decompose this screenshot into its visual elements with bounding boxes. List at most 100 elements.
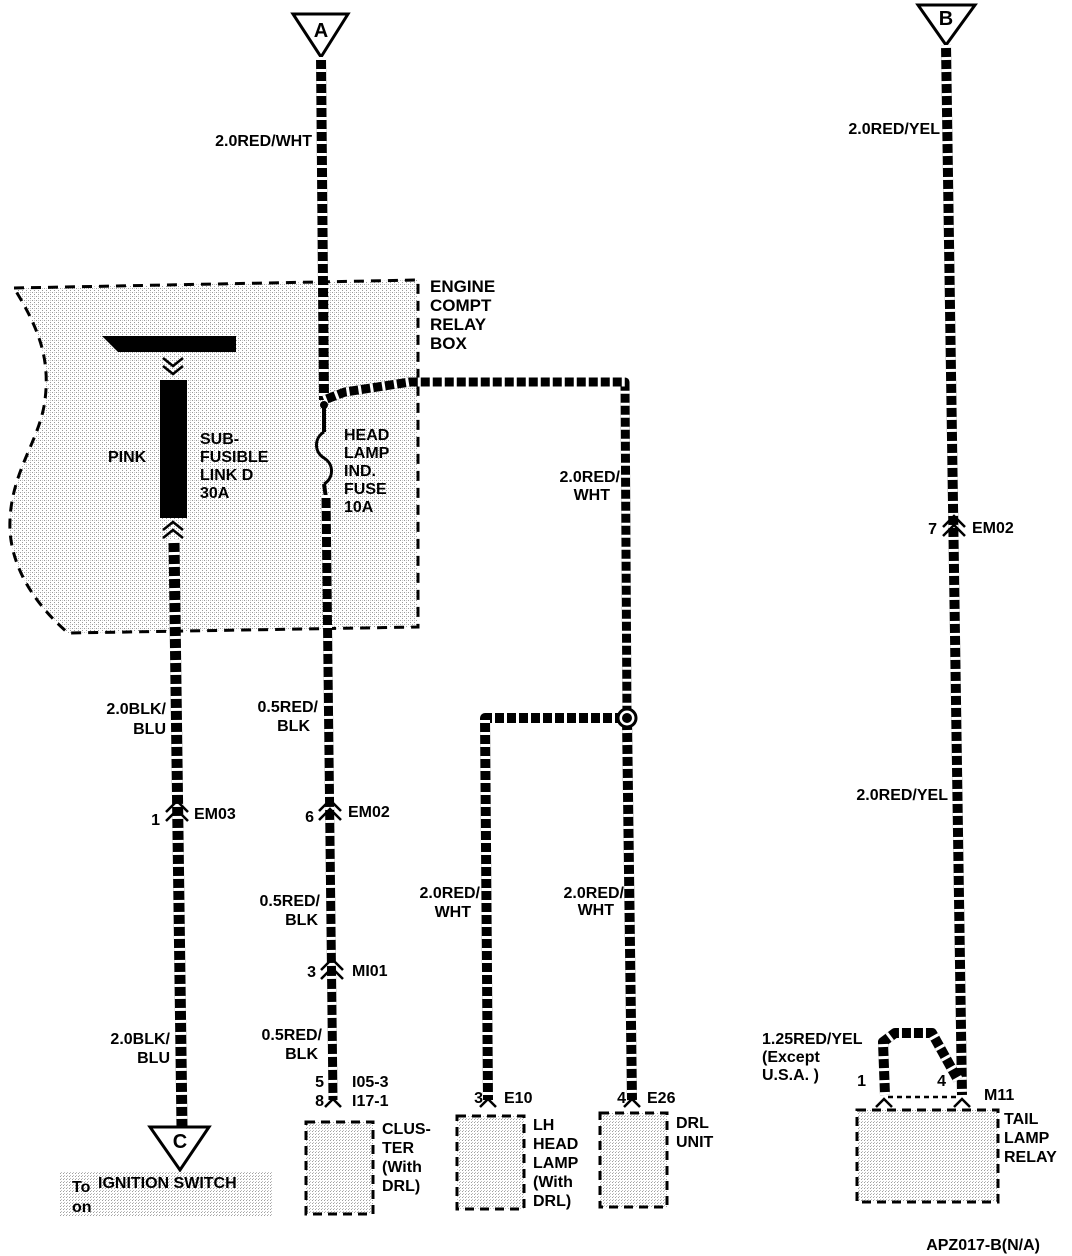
m11-pin4: 4 — [937, 1073, 946, 1090]
wire-label-relay-3: U.S.A. ) — [762, 1067, 819, 1084]
wire-label-drl-right-2: WHT — [574, 487, 611, 504]
drl-label-1: DRL — [676, 1115, 709, 1132]
fuse-label-4: FUSE — [344, 481, 387, 498]
ignition-to: To — [72, 1179, 91, 1196]
connector-e10 — [479, 1097, 497, 1108]
drl-label-2: UNIT — [676, 1134, 714, 1151]
lh-label-1: LH — [533, 1117, 554, 1134]
wire-label-a-top: 2.0RED/WHT — [215, 133, 312, 150]
lh-label-4: (With — [533, 1174, 573, 1191]
fusible-link-label-3: LINK D — [200, 467, 253, 484]
ignition-label: IGNITION SWITCH — [98, 1175, 237, 1192]
connector-em03 — [165, 799, 189, 822]
fusible-link — [160, 380, 187, 518]
lh-label-3: LAMP — [533, 1155, 579, 1172]
wire-label-cluster-2a: 0.5RED/ — [260, 893, 321, 910]
terminal-a — [290, 12, 351, 60]
i17-label: I17-1 — [352, 1093, 389, 1110]
connector-em02-left — [318, 798, 342, 821]
wire-b-main — [941, 44, 967, 1096]
fusible-link-label-1: SUB- — [200, 431, 239, 448]
connector-e26 — [623, 1097, 641, 1108]
i05-label: I05-3 — [352, 1074, 389, 1091]
relay-box-title-1: ENGINE — [430, 277, 495, 296]
wire-label-left-upper-2: BLU — [133, 721, 166, 738]
wire-label-left-lower-2: BLU — [137, 1050, 170, 1067]
wire-label-left-upper-1: 2.0BLK/ — [106, 701, 166, 718]
diagram-id: APZ017-B(N/A) — [926, 1237, 1040, 1254]
fuse-label-5: 10A — [344, 499, 374, 516]
relay-box-title-4: BOX — [430, 334, 468, 353]
terminal-c-label: C — [173, 1131, 187, 1153]
relay-label-3: RELAY — [1004, 1149, 1057, 1166]
em02-right-label: EM02 — [972, 520, 1014, 537]
fuse-label-3: IND. — [344, 463, 376, 480]
wire-drl-lower — [622, 717, 637, 1101]
wire-cluster — [321, 494, 338, 1101]
lh-head-lamp-box — [455, 1114, 526, 1211]
m11-pin1: 1 — [857, 1073, 866, 1090]
wire-label-drl-right-1: 2.0RED/ — [560, 469, 621, 486]
wire-label-relay-1: 1.25RED/YEL — [762, 1031, 863, 1048]
wire-label-cluster-1b: BLK — [277, 718, 310, 735]
i17-pin: 8 — [315, 1093, 324, 1110]
terminal-b — [915, 3, 978, 48]
connector-i05 — [324, 1097, 342, 1108]
relay-box-area — [8, 278, 420, 635]
em02-left-label: EM02 — [348, 804, 390, 821]
connector-m11 — [875, 1095, 971, 1108]
wire-label-cluster-1a: 0.5RED/ — [258, 699, 319, 716]
wire-a-main — [316, 56, 329, 401]
drl-unit-box — [598, 1111, 669, 1209]
em03-label: EM03 — [194, 806, 236, 823]
wire-label-lh-1: 2.0RED/ — [420, 885, 481, 902]
wire-relay-jumper — [878, 1028, 963, 1096]
cluster-label-2: TER — [382, 1140, 414, 1157]
fusible-link-label-2: FUSIBLE — [200, 449, 269, 466]
e26-pin: 4 — [617, 1090, 626, 1107]
wire-label-cluster-3a: 0.5RED/ — [262, 1027, 323, 1044]
relay-label-2: LAMP — [1004, 1130, 1050, 1147]
wire-label-relay-2: (Except — [762, 1049, 820, 1066]
relay-label-1: TAIL — [1004, 1111, 1039, 1128]
em03-pin: 1 — [151, 812, 160, 829]
wire-label-b-mid: 2.0RED/YEL — [856, 787, 948, 804]
wire-label-drl-lower-1: 2.0RED/ — [564, 885, 625, 902]
em02-left-pin: 6 — [305, 809, 314, 826]
fuse-label-1: HEAD — [344, 427, 389, 444]
m11-label: M11 — [984, 1087, 1014, 1104]
wire-label-b-top: 2.0RED/YEL — [848, 121, 940, 138]
mi01-label: MI01 — [352, 963, 388, 980]
connector-em02-right — [942, 514, 966, 537]
em02-right-pin: 7 — [928, 521, 937, 538]
e10-pin: 3 — [474, 1090, 483, 1107]
connector-mi01 — [320, 957, 344, 980]
relay-box-title-3: RELAY — [430, 315, 487, 334]
fusible-link-label-4: 30A — [200, 485, 230, 502]
wire-ignition — [168, 539, 188, 1128]
terminal-a-label: A — [314, 20, 328, 42]
wire-lh-branch — [480, 713, 627, 1101]
relay-box-title-2: COMPT — [430, 296, 492, 315]
ignition-switch-area — [60, 1172, 272, 1216]
cluster-box — [304, 1120, 375, 1216]
fuse-label-2: LAMP — [344, 445, 390, 462]
e10-label: E10 — [504, 1090, 533, 1107]
cluster-label-4: DRL) — [382, 1178, 420, 1195]
wire-label-cluster-3b: BLK — [285, 1046, 318, 1063]
fusible-link-top-chevrons — [162, 357, 184, 376]
wire-label-cluster-2b: BLK — [285, 912, 318, 929]
e26-label: E26 — [647, 1090, 676, 1107]
tail-lamp-relay-box — [855, 1108, 1000, 1204]
terminal-b-label: B — [939, 8, 953, 30]
cluster-label-3: (With — [382, 1159, 422, 1176]
i05-pin: 5 — [315, 1074, 324, 1091]
fusible-link-color: PINK — [108, 449, 147, 466]
splice-point-center — [622, 713, 632, 723]
wire-drl-branch — [322, 377, 632, 719]
wire-label-lh-2: WHT — [435, 904, 472, 921]
cluster-label-1: CLUS- — [382, 1121, 431, 1138]
lh-label-5: DRL) — [533, 1193, 571, 1210]
